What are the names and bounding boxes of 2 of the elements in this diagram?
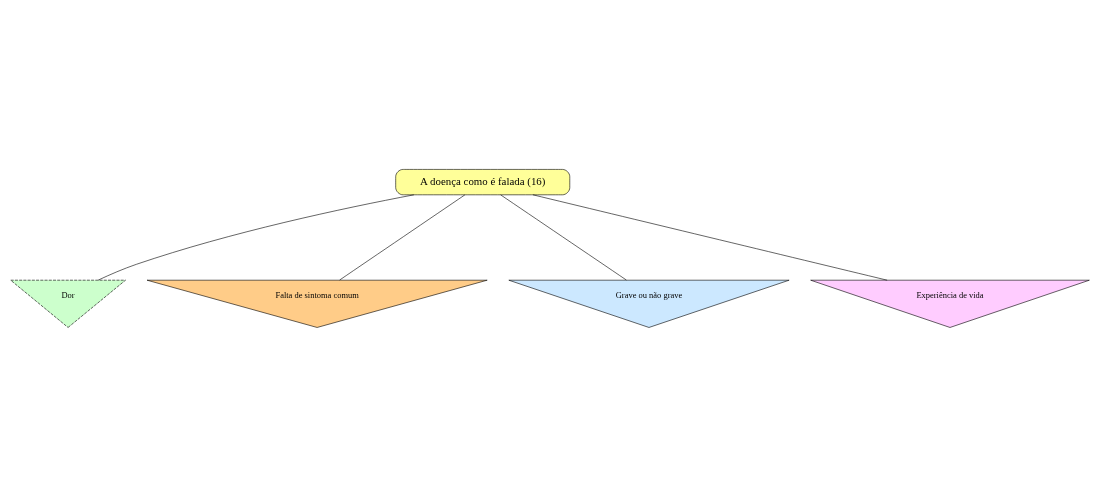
node-box: A doença como é falada (16) (395, 169, 571, 196)
connector (97, 194, 415, 281)
